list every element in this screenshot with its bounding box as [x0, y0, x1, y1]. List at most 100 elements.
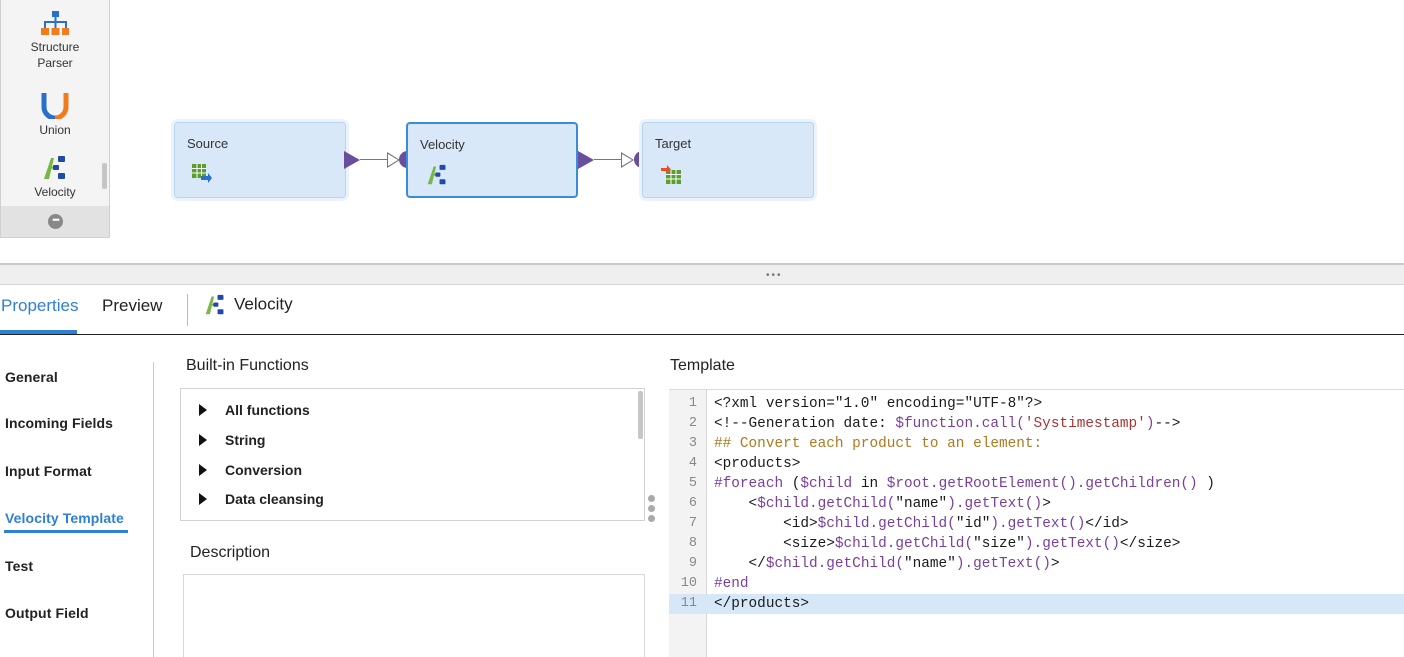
- code-text: <?xml version="1.0" encoding="UTF-8"?>: [714, 396, 1043, 412]
- func-group-label: String: [225, 432, 266, 448]
- link-line: [594, 159, 622, 160]
- output-port-source[interactable]: [344, 151, 360, 169]
- func-group-label: All functions: [225, 402, 310, 418]
- description-heading: Description: [190, 544, 271, 561]
- template-heading: Template: [670, 357, 735, 374]
- code-text: #end: [714, 576, 749, 592]
- object-title-text: Velocity: [234, 294, 293, 314]
- node-velocity[interactable]: Velocity: [406, 122, 578, 198]
- tab-divider: [187, 294, 188, 326]
- code-text: <products>: [714, 456, 801, 472]
- active-tab-indicator: [0, 330, 77, 334]
- more-options-icon[interactable]: •••: [48, 214, 63, 229]
- expand-caret-icon[interactable]: [199, 493, 207, 505]
- palette-item-union[interactable]: Union: [1, 91, 109, 138]
- nav-incoming-fields[interactable]: Incoming Fields: [5, 415, 114, 431]
- palette-item-structure-parser[interactable]: Structure Parser: [1, 10, 109, 71]
- nav-divider: [153, 362, 154, 657]
- code-line[interactable]: 3 ## Convert each product to an element:: [669, 434, 1404, 454]
- palette-label: Velocity: [34, 185, 76, 199]
- expand-caret-icon[interactable]: [199, 404, 207, 416]
- properties-tab-bar: Properties Preview Velocity: [0, 286, 1404, 335]
- velocity-icon: [44, 156, 65, 179]
- functions-scrollbar[interactable]: [638, 391, 643, 439]
- code-text: ## Convert each product to an element:: [714, 436, 1043, 452]
- builtin-functions-tree: All functions String Conversion Data cle…: [180, 388, 645, 521]
- code-line[interactable]: 1 <?xml version="1.0" encoding="UTF-8"?>: [669, 394, 1404, 414]
- source-table-icon: [192, 164, 212, 183]
- nav-velocity-template[interactable]: Velocity Template: [5, 510, 124, 526]
- transformation-palette: Structure Parser Union Velocity •••: [0, 0, 110, 238]
- code-line[interactable]: 6 <$child.getChild("name").getText()>: [669, 494, 1404, 514]
- palette-more-bar: •••: [1, 206, 109, 237]
- func-group-label: Data cleansing: [225, 491, 324, 507]
- active-nav-indicator: [4, 530, 128, 533]
- func-group-conversion[interactable]: Conversion: [199, 462, 302, 478]
- tab-properties[interactable]: Properties: [1, 296, 79, 315]
- node-source[interactable]: Source: [174, 122, 346, 198]
- builtin-functions-heading: Built-in Functions: [186, 357, 309, 374]
- line-number: 2: [688, 416, 697, 431]
- description-field[interactable]: [183, 574, 645, 657]
- code-line[interactable]: 7 <id>$child.getChild("id").getText()</i…: [669, 514, 1404, 534]
- panel-splitter[interactable]: •••: [0, 263, 1404, 285]
- resize-grip-icon[interactable]: [648, 495, 656, 525]
- splitter-handle-icon[interactable]: •••: [766, 270, 783, 281]
- node-title: Target: [655, 136, 692, 151]
- expand-caret-icon[interactable]: [199, 434, 207, 446]
- line-number: 7: [688, 516, 697, 531]
- node-target[interactable]: Target: [642, 122, 814, 198]
- palette-item-velocity[interactable]: Velocity: [1, 155, 109, 200]
- tab-preview[interactable]: Preview: [102, 296, 163, 315]
- line-number: 9: [688, 556, 697, 571]
- line-number: 5: [688, 476, 697, 491]
- code-line[interactable]: 9 </$child.getChild("name").getText()>: [669, 554, 1404, 574]
- line-number: 11: [680, 596, 697, 611]
- code-line[interactable]: 2 <!--Generation date: $function.call('Sy…: [669, 414, 1404, 434]
- code-line[interactable]: 5 #foreach ($child in $root.getRootElemen…: [669, 474, 1404, 494]
- code-line[interactable]: 10 #end: [669, 574, 1404, 594]
- code-text: <!--Generation date: $function.call('Sys…: [714, 416, 1181, 432]
- line-number: 10: [680, 576, 697, 591]
- structure-parser-icon: [41, 11, 69, 35]
- code-text: </products>: [714, 596, 809, 612]
- selected-object-title: Velocity: [204, 294, 293, 316]
- node-title: Velocity: [420, 137, 465, 152]
- link-arrowhead: [621, 152, 634, 168]
- velocity-icon: [427, 164, 446, 185]
- node-title: Source: [187, 136, 229, 151]
- output-port-velocity[interactable]: [578, 151, 594, 169]
- line-number: 8: [688, 536, 697, 551]
- code-text: <$child.getChild("name").getText()>: [714, 496, 1051, 512]
- target-table-icon: [661, 165, 681, 184]
- link-line: [360, 159, 388, 160]
- expand-caret-icon[interactable]: [199, 464, 207, 476]
- func-group-all-functions[interactable]: All functions: [199, 402, 310, 418]
- code-text: <size>$child.getChild("size").getText()<…: [714, 536, 1181, 552]
- velocity-icon: [205, 294, 224, 315]
- line-number: 3: [688, 436, 697, 451]
- nav-output-field[interactable]: Output Field: [5, 605, 89, 621]
- code-line-current[interactable]: 11 </products>: [669, 594, 1404, 614]
- template-editor[interactable]: 1<?xml version="1.0" encoding="UTF-8"?> …: [669, 389, 1404, 657]
- palette-label: Structure: [30, 40, 80, 54]
- func-group-string[interactable]: String: [199, 432, 265, 448]
- func-group-data-cleansing[interactable]: Data cleansing: [199, 491, 324, 507]
- code-text: #foreach ($child in $root.getRootElement…: [714, 476, 1215, 492]
- nav-general[interactable]: General: [5, 369, 58, 385]
- nav-input-format[interactable]: Input Format: [5, 463, 92, 479]
- line-number: 4: [688, 456, 697, 471]
- code-text: <id>$child.getChild("id").getText()</id>: [714, 516, 1129, 532]
- union-icon: [41, 93, 69, 119]
- nav-test[interactable]: Test: [5, 558, 34, 574]
- palette-label: Union: [39, 123, 71, 137]
- link-arrowhead: [387, 152, 400, 168]
- line-number: 6: [688, 496, 697, 511]
- line-number: 1: [688, 396, 697, 411]
- code-text: </$child.getChild("name").getText()>: [714, 556, 1060, 572]
- code-line[interactable]: 8 <size>$child.getChild("size").getText(…: [669, 534, 1404, 554]
- palette-label: Parser: [37, 56, 73, 70]
- code-line[interactable]: 4 <products>: [669, 454, 1404, 474]
- palette-scrollbar[interactable]: [102, 163, 107, 189]
- func-group-label: Conversion: [225, 462, 303, 478]
